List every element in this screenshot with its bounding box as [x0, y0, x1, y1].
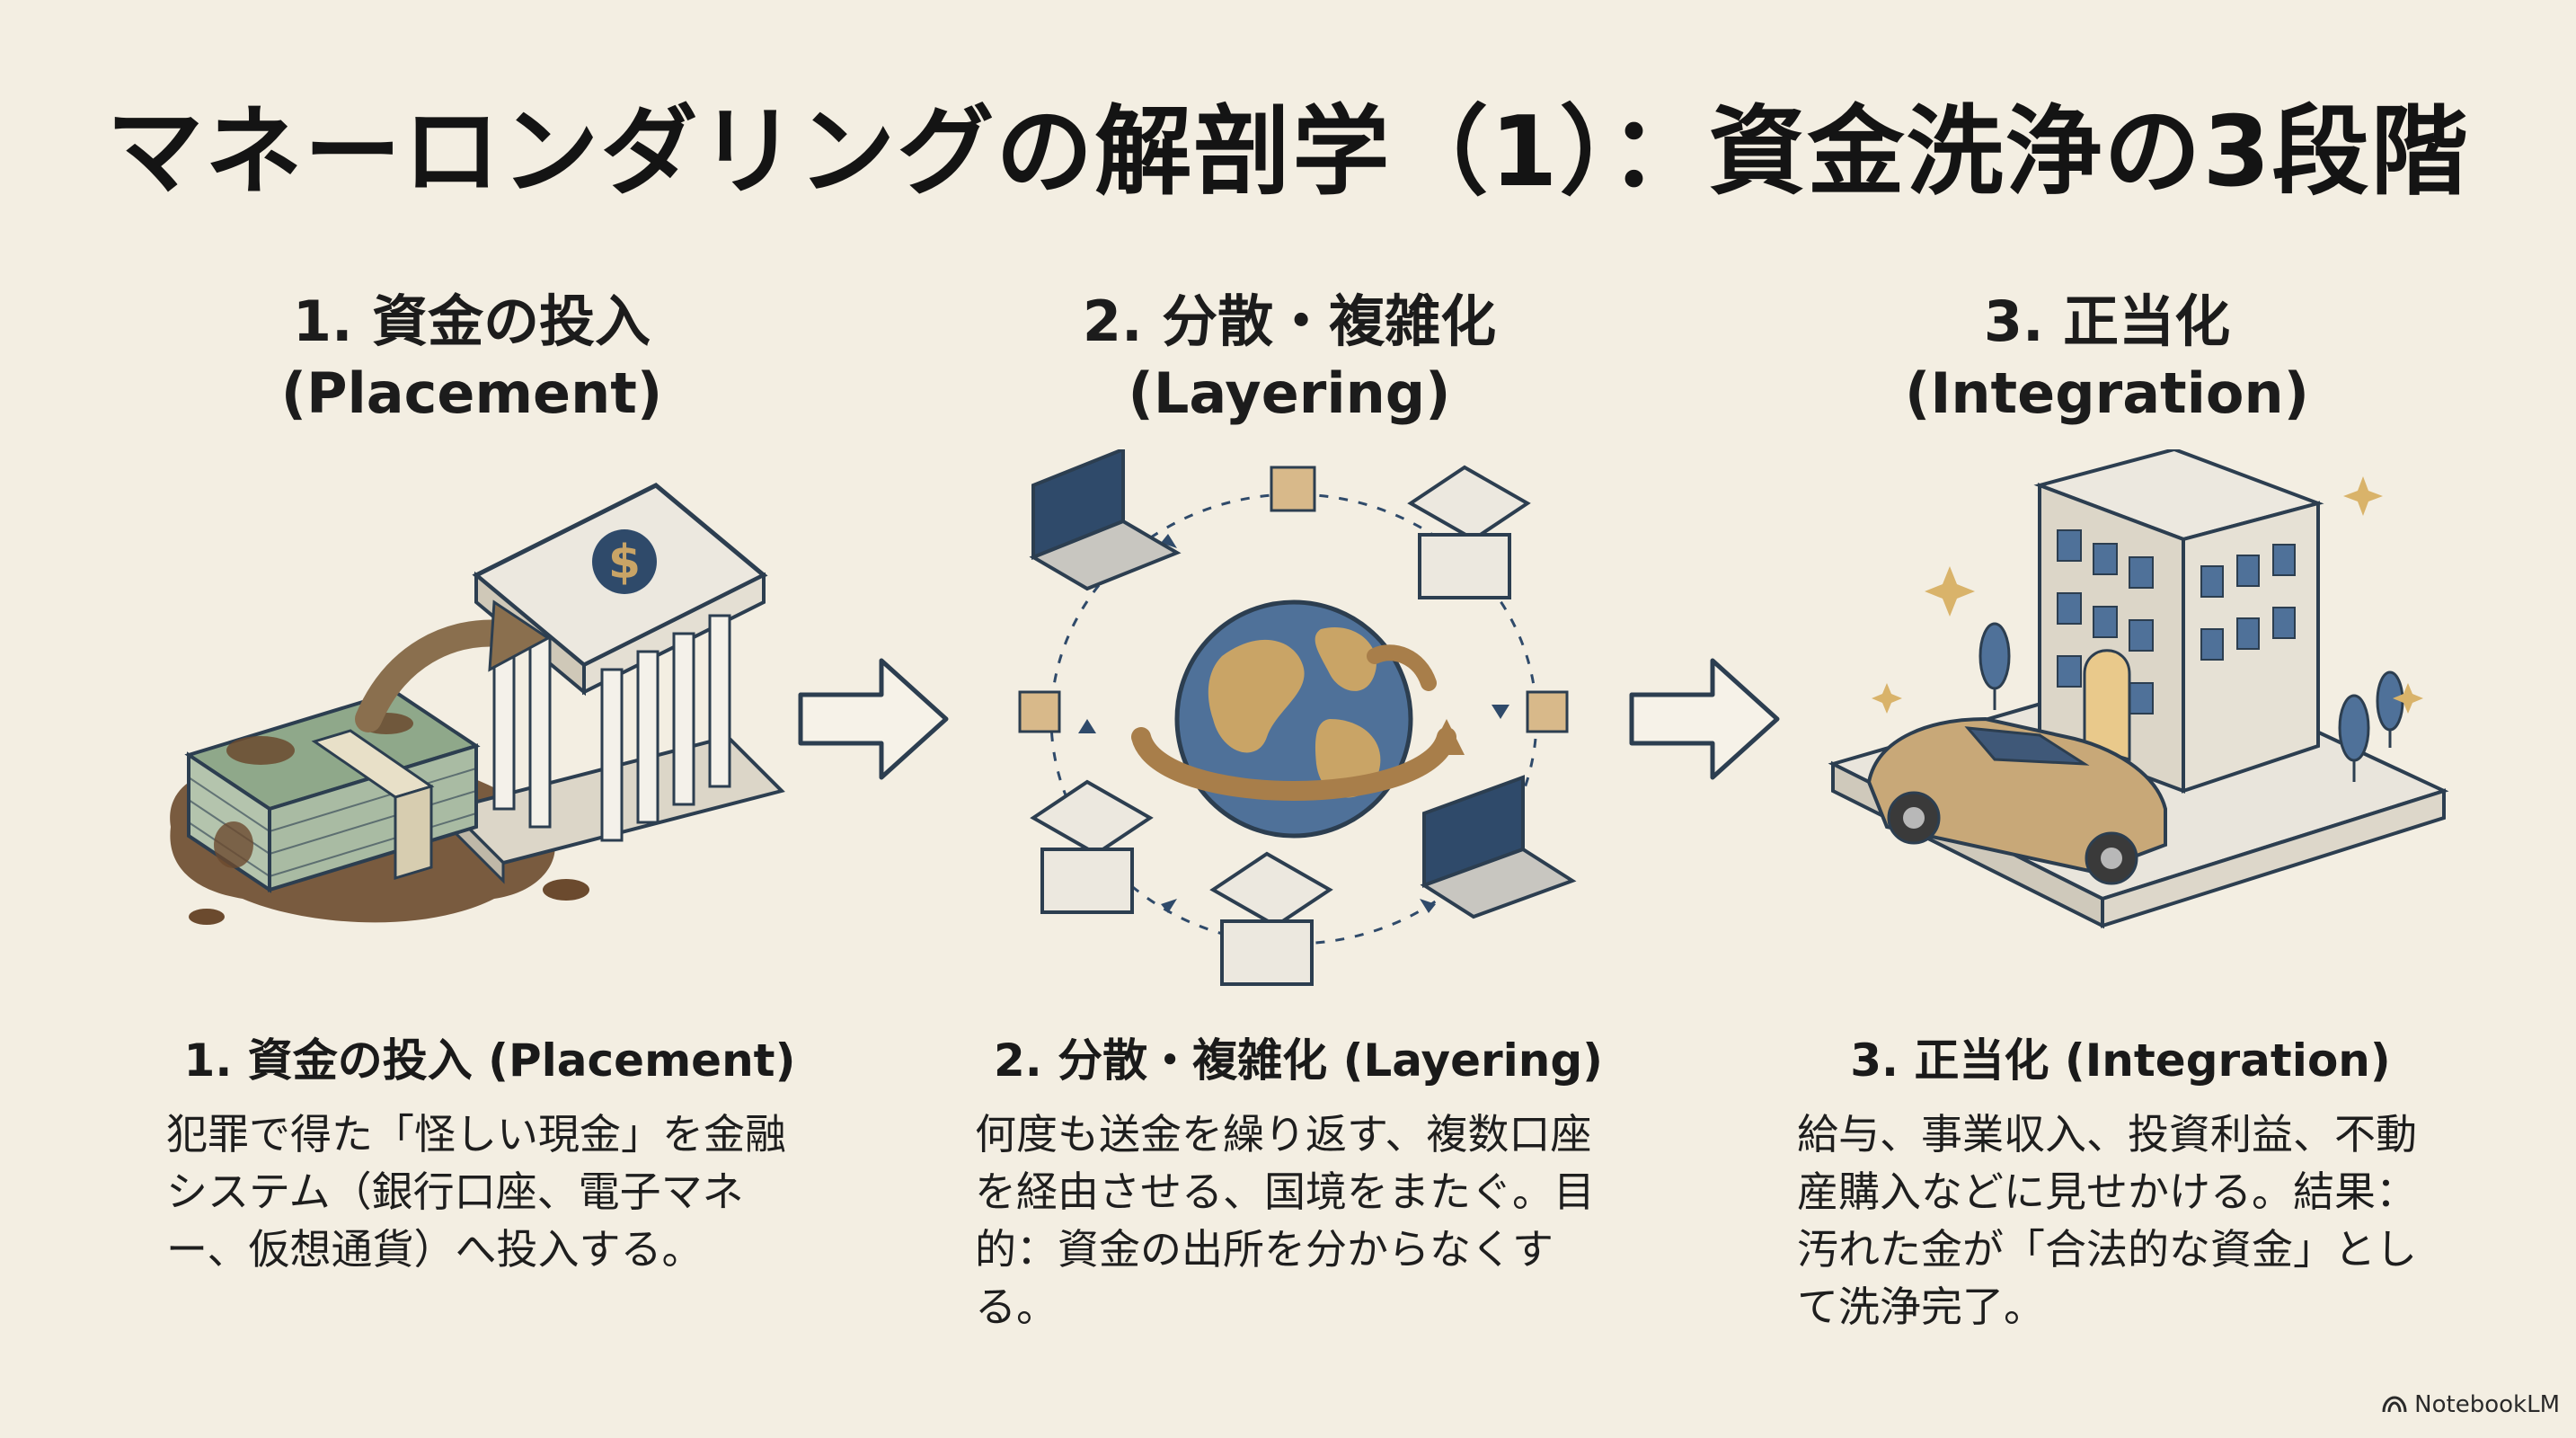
layering-illustration: [1018, 449, 1577, 986]
stage-description-placement: 1. 資金の投入 (Placement) 犯罪で得た「怪しい現金」を金融システム…: [166, 1025, 813, 1278]
bank-building-icon: $: [446, 483, 785, 884]
stage-description-title: 3. 正当化 (Integration): [1850, 1034, 2391, 1087]
bank-node-icon: [1030, 465, 1531, 986]
stage-description-integration: 3. 正当化 (Integration) 給与、事業収入、投資利益、不動産購入な…: [1797, 1025, 2444, 1336]
cash-stack-icon: [184, 689, 481, 893]
stage-heading-ja: 3. 正当化: [1983, 288, 2231, 354]
stage-description-body: 何度も送金を繰り返す、複数口座を経由させる、国境をまたぐ。目的：資金の出所を分か…: [975, 1110, 1595, 1331]
stage-heading-ja: 2. 分散・複雑化: [1082, 288, 1497, 354]
brand-label: NotebookLM: [2414, 1391, 2560, 1418]
swirl-arrow-icon: [1131, 644, 1465, 801]
deposit-arrow-icon: [355, 599, 551, 732]
office-building-icon: [2033, 449, 2324, 794]
stage-heading-placement: 1. 資金の投入 (Placement): [112, 286, 831, 430]
luxury-car-icon: [1866, 716, 2167, 885]
stage-heading-en: (Layering): [1128, 360, 1451, 426]
notebooklm-watermark: NotebookLM: [2382, 1391, 2560, 1418]
svg-text:$: $: [608, 536, 641, 590]
placement-illustration: $: [170, 483, 785, 925]
stage-description-layering: 2. 分散・複雑化 (Layering) 何度も送金を繰り返す、複数口座を経由さ…: [975, 1025, 1622, 1336]
laptop-icon: [1029, 449, 1577, 919]
slide-title: マネーロンダリングの解剖学（1）：資金洗浄の3段階: [106, 96, 2470, 209]
stage-description-body: 給与、事業収入、投資利益、不動産購入などに見せかける。結果：汚れた金が「合法的な…: [1797, 1110, 2417, 1331]
integration-illustration: [1828, 449, 2449, 929]
arrow-right-icon: [798, 658, 949, 780]
stage-description-title: 2. 分散・複雑化 (Layering): [993, 1034, 1604, 1087]
tree-icon: [1978, 622, 2404, 782]
package-box-icon: [1018, 466, 1569, 733]
stage-heading-ja: 1. 資金の投入: [292, 288, 651, 354]
sparkle-icon: [1872, 476, 2423, 714]
stage-heading-en: (Integration): [1905, 360, 2309, 426]
stage-heading-integration: 3. 正当化 (Integration): [1748, 286, 2466, 430]
stage-heading-en: (Placement): [280, 360, 663, 426]
stage-heading-layering: 2. 分散・複雑化 (Layering): [930, 286, 1649, 430]
arrow-right-icon: [1629, 658, 1780, 780]
stage-description-body: 犯罪で得た「怪しい現金」を金融システム（銀行口座、電子マネー、仮想通貨）へ投入す…: [166, 1110, 786, 1274]
stage-description-title: 1. 資金の投入 (Placement): [183, 1034, 796, 1087]
notebooklm-logo-icon: [2382, 1396, 2407, 1413]
